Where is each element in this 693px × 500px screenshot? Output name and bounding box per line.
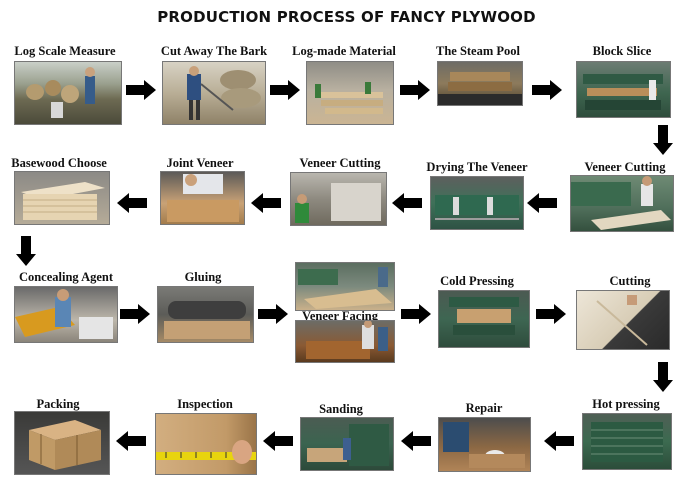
- step-label-log-made-material: Log-made Material: [292, 44, 396, 58]
- step-label-joint-veneer: Joint Veneer: [166, 156, 234, 170]
- step-label-cutting: Cutting: [609, 274, 651, 288]
- step-photo-cut-away-the-bark: [162, 61, 266, 125]
- step-photo-log-made-material: [306, 61, 394, 125]
- arrow-left-6: [401, 431, 431, 451]
- step-label-veneer-facing: Veneer Facing: [301, 309, 379, 323]
- step-photo-hot-pressing: [582, 413, 672, 470]
- arrow-right-7: [401, 304, 431, 324]
- arrow-left-2: [392, 193, 422, 213]
- diagram-title: PRODUCTION PROCESS OF FANCY PLYWOOD: [157, 8, 536, 26]
- step-photo-log-scale-measure: [14, 61, 122, 125]
- step-photo-veneer-cutting-1: [570, 175, 674, 232]
- step-label-gluing: Gluing: [184, 270, 222, 284]
- arrow-right-1: [126, 80, 156, 100]
- arrow-left-4: [117, 193, 147, 213]
- step-label-packing: Packing: [36, 397, 80, 411]
- arrow-down-3: [653, 362, 673, 392]
- step-photo-basewood-choose: [14, 171, 110, 225]
- step-photo-packing: [14, 411, 110, 475]
- step-photo-sanding: [300, 417, 394, 471]
- step-photo-gluing: [157, 286, 254, 343]
- arrow-right-8: [536, 304, 566, 324]
- arrow-left-8: [116, 431, 146, 451]
- step-label-sanding: Sanding: [319, 402, 363, 416]
- arrow-right-5: [120, 304, 150, 324]
- step-label-inspection: Inspection: [177, 397, 233, 411]
- arrow-right-2: [270, 80, 300, 100]
- step-label-veneer-cutting-2: Veneer Cutting: [299, 156, 381, 170]
- step-label-drying-the-veneer: Drying The Veneer: [426, 160, 528, 174]
- step-photo-concealing-agent: [14, 286, 118, 343]
- step-photo-repair: [438, 417, 531, 472]
- step-photo-drying-the-veneer: [430, 176, 524, 230]
- step-label-hot-pressing: Hot pressing: [592, 397, 660, 411]
- arrow-right-6: [258, 304, 288, 324]
- step-label-concealing-agent: Concealing Agent: [18, 270, 114, 284]
- arrow-left-1: [527, 193, 557, 213]
- step-label-cold-pressing: Cold Pressing: [440, 274, 514, 288]
- step-photo-veneer-cutting-2: [290, 172, 387, 226]
- step-label-veneer-cutting-1: Veneer Cutting: [584, 160, 666, 174]
- arrow-left-3: [251, 193, 281, 213]
- arrow-down-1: [653, 125, 673, 155]
- arrow-left-7: [263, 431, 293, 451]
- step-label-basewood-choose: Basewood Choose: [11, 156, 107, 170]
- arrow-right-4: [532, 80, 562, 100]
- step-photo-block-slice: [576, 61, 671, 118]
- arrow-right-3: [400, 80, 430, 100]
- step-label-log-scale-measure: Log Scale Measure: [14, 44, 116, 58]
- step-photo-cold-pressing: [438, 290, 530, 348]
- step-label-cut-away-the-bark: Cut Away The Bark: [160, 44, 268, 58]
- step-photo-inspection: [155, 413, 257, 475]
- step-label-the-steam-pool: The Steam Pool: [435, 44, 521, 58]
- arrow-left-5: [544, 431, 574, 451]
- step-photo-veneer-facing-bottom: [295, 320, 395, 363]
- step-label-block-slice: Block Slice: [592, 44, 652, 58]
- step-label-repair: Repair: [465, 401, 503, 415]
- step-photo-joint-veneer: [160, 171, 245, 225]
- step-photo-cutting: [576, 290, 670, 350]
- step-photo-veneer-facing-top: [295, 262, 395, 311]
- arrow-down-2: [16, 236, 36, 266]
- step-photo-the-steam-pool: [437, 61, 523, 106]
